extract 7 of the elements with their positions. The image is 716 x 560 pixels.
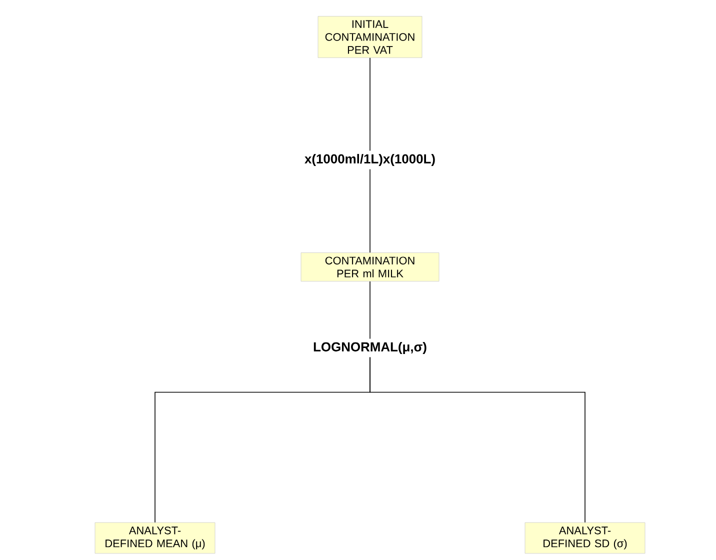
process-box: CONTAMINATION PER ml MILK	[300, 252, 440, 282]
process-box: INITIAL CONTAMINATION PER VAT	[318, 16, 422, 58]
edge-label: LOGNORMAL(μ,σ)	[310, 338, 430, 358]
edge-label: x(1000ml/1L)x(1000L)	[302, 150, 439, 170]
connector-line	[370, 356, 586, 523]
process-box: ANALYST-DEFINED SD (σ)	[524, 522, 646, 554]
process-box: ANALYST-DEFINED MEAN (μ)	[94, 522, 216, 554]
